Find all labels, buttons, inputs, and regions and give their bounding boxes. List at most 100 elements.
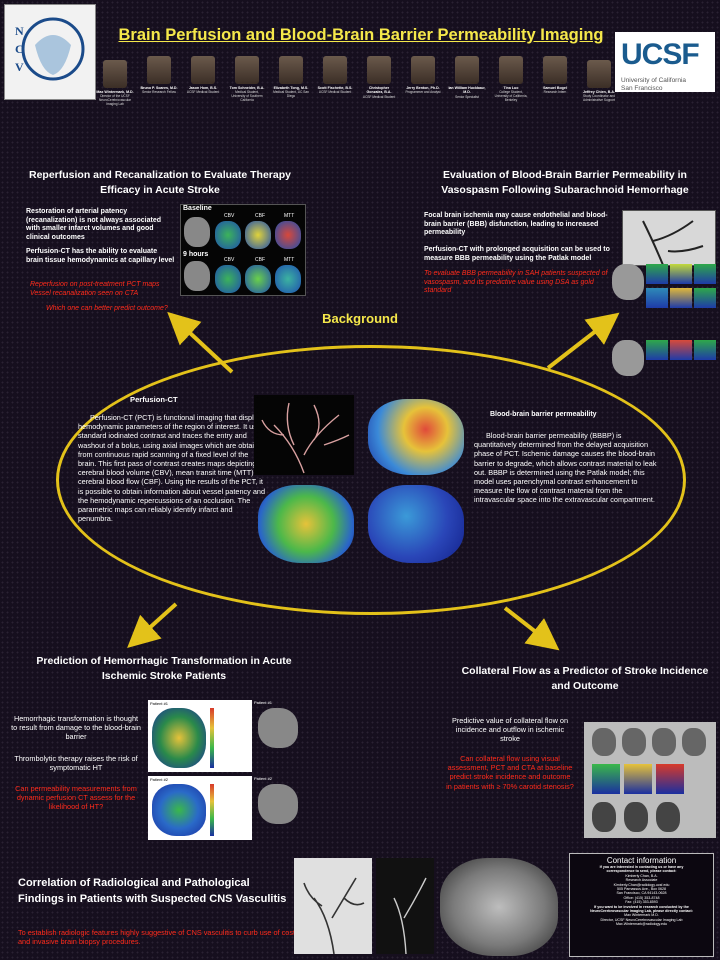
angiography-3d-image <box>254 395 354 475</box>
reperfusion-text-1: Restoration of arterial patency (recanal… <box>26 208 161 241</box>
collateral-text-1: Predictive value of collateral flow on i… <box>452 716 568 744</box>
brain-map-image <box>215 221 241 249</box>
label-mtt: MTT <box>284 257 295 263</box>
vasospasm-text-2: Perfusion-CT with prolonged acquisition … <box>424 246 610 262</box>
contact-line: If you want to be involved in research c… <box>594 904 689 909</box>
perfusion-brain-image <box>368 399 464 475</box>
hemorrhagic-question: Can permeability measurements from dynam… <box>15 784 137 812</box>
avatar <box>543 56 567 84</box>
vasospasm-text-1: Focal brain ischemia may cause endotheli… <box>424 212 608 237</box>
permeability-map-image <box>670 288 692 308</box>
avatar <box>191 56 215 84</box>
angiogram-image <box>622 210 716 266</box>
ucsf-wordmark-graphic: UCSF <box>619 36 709 71</box>
permeability-map-image <box>152 708 206 768</box>
arrow-to-vasospasm <box>546 312 620 370</box>
svg-text:C: C <box>15 42 24 56</box>
vasculitis-angiogram-image <box>376 858 434 955</box>
brain-map-image <box>215 265 241 293</box>
avatar <box>103 60 127 88</box>
avatar <box>499 56 523 84</box>
center-figures <box>254 395 470 567</box>
contact-line: San Francisco, CA 94143-0628 <box>616 891 667 896</box>
contact-line: Kimberly Chan, B.A. <box>625 873 658 878</box>
bbb-body: Blood-brain barrier permeability (BBBP) … <box>474 431 657 505</box>
avatar <box>235 56 259 84</box>
brain-ct-image <box>612 264 644 300</box>
contact-heading: Contact information <box>606 856 677 865</box>
ucsf-name-line2: San Francisco <box>621 85 663 92</box>
avatar <box>587 60 611 88</box>
brain-map-image <box>275 265 301 293</box>
section-heading-collateral: Collateral Flow as a Predictor of Stroke… <box>461 665 709 692</box>
label-cbv: CBV <box>224 257 235 263</box>
permeability-map-image <box>694 340 716 360</box>
brain-ct-image <box>656 802 680 832</box>
label-cbf: CBF <box>255 213 265 219</box>
avatar <box>323 56 347 84</box>
vessel-graphic <box>303 877 365 955</box>
contact-line: Director, UCSF NeuroCerebrovascular Imag… <box>600 917 683 922</box>
ct-followup-image <box>258 708 298 748</box>
team-member: Elizabeth Tong, M.S.Medical Student, UC … <box>272 56 310 98</box>
contact-line: Fax: (415) 353-8593 <box>625 900 658 905</box>
patient-1-label: Patient #1 <box>150 701 169 706</box>
brain-ct-image <box>184 261 210 291</box>
ucsf-name-line1: University of California <box>621 77 687 84</box>
svg-text:UCSF: UCSF <box>621 38 699 71</box>
team-member: Scott Fischette, B.S.UCSF Medical Studen… <box>316 56 354 94</box>
team-member: Jason Hom, B.S.UCSF Medical Student <box>184 56 222 94</box>
background-label: Background <box>322 311 398 326</box>
collateral-figures <box>584 722 716 838</box>
brain-ct-image <box>592 802 616 832</box>
perfusion-brain-image <box>368 485 464 563</box>
brain-ct-image <box>184 217 210 247</box>
perfusion-brain-image <box>258 485 354 563</box>
patient-2-label: Patient #2 <box>150 777 169 782</box>
arrow-to-hemorrhagic <box>127 602 178 649</box>
avatar <box>147 56 171 84</box>
reperfusion-question: Which one can better predict outcome? <box>46 305 168 312</box>
label-baseline: Baseline <box>183 205 212 212</box>
brain-ct-image <box>682 728 706 756</box>
pct-body: Perfusion-CT (PCT) is functional imaging… <box>78 413 268 524</box>
brain-ct-image <box>624 802 648 832</box>
label-cbv: CBV <box>224 213 235 219</box>
brain-ct-image <box>652 728 676 756</box>
bbb-heading: Blood-brain barrier permeability <box>490 411 597 418</box>
svg-text:N: N <box>15 24 24 38</box>
lab-logo-graphic: N C V <box>15 17 85 81</box>
vasculitis-mri-image <box>440 858 558 956</box>
team-member: Jeffrey Chien, B.A.Study Coordinator and… <box>580 60 618 102</box>
vasospasm-text-3: To evaluate BBB permeability in SAH pati… <box>424 270 608 295</box>
poster-title: Brain Perfusion and Blood-Brain Barrier … <box>118 26 604 44</box>
team-member: Christopher Gonzalez, B.A.UCSF Medical S… <box>360 56 398 99</box>
contact-line: If you are interested in contacting us o… <box>599 865 684 869</box>
ct-followup-image <box>258 784 298 824</box>
permeability-map-image <box>694 288 716 308</box>
vasculitis-angiogram-image <box>294 858 372 955</box>
pct-heading: Perfusion-CT <box>130 395 178 404</box>
avatar <box>411 56 435 84</box>
vessel-tree-graphic <box>261 402 350 474</box>
patient-1-figure: Patient #1 <box>148 700 252 772</box>
permeability-map-image <box>646 264 668 284</box>
label-cbf: CBF <box>255 257 265 263</box>
permeability-map-image <box>694 264 716 284</box>
team-member: Tom Schneider, B.A.Medical Student, Univ… <box>228 56 266 102</box>
ucsf-logo: UCSF University of California San Franci… <box>615 32 715 92</box>
contact-email-link[interactable]: Kimberly.Chan@radiology.ucsf.edu <box>613 882 670 887</box>
contact-line: Max Wintermark M.D. <box>624 913 659 918</box>
vessel-graphic <box>393 877 427 955</box>
hemorrhagic-text-1: Hemorrhagic transformation is thought to… <box>11 714 141 742</box>
color-scale-bar <box>210 708 214 768</box>
contact-email-link[interactable]: Max.Wintermark@radiology.edu <box>615 922 668 927</box>
svg-text:V: V <box>15 60 24 74</box>
contact-box: Contact information If you are intereste… <box>569 853 714 957</box>
arrow-to-collateral <box>503 606 560 651</box>
brain-map-image <box>275 221 301 249</box>
avatar <box>455 56 479 84</box>
contact-line: correspondence to send, please contact: <box>606 869 677 874</box>
hemorrhagic-text-2: Thrombolytic therapy raises the risk of … <box>14 754 138 773</box>
